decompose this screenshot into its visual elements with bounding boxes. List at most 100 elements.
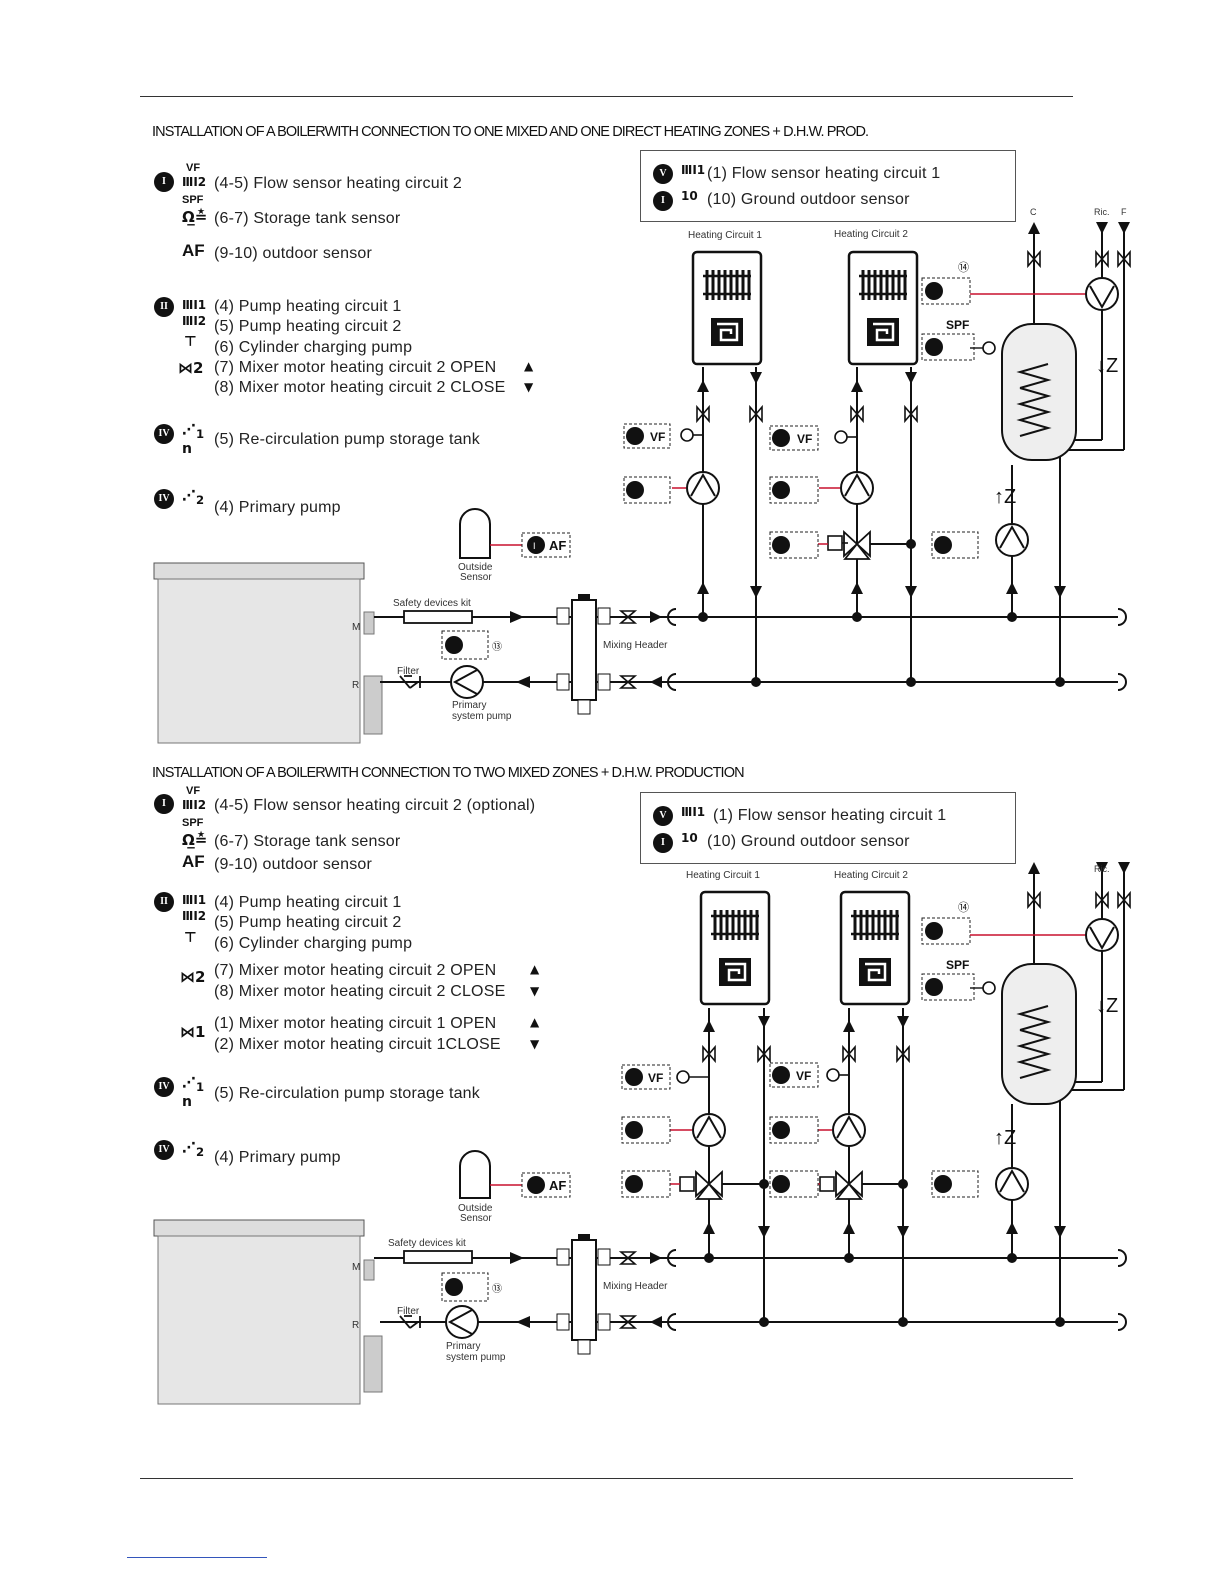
- tap-icon: ⊤: [184, 334, 197, 350]
- legend-text: (6) Cylinder charging pump: [214, 339, 413, 356]
- radiator-icon: [847, 250, 919, 366]
- vf-label: VF: [186, 785, 201, 797]
- ground-sensor-icon: 10: [681, 831, 698, 845]
- svg-text:M: M: [352, 1262, 360, 1273]
- flow-sensor-icon: ⅢⅠ1: [681, 163, 706, 177]
- svg-text:SPF: SPF: [946, 318, 969, 332]
- pump-circuit-2-icon: ⅢⅠ2: [182, 314, 207, 328]
- infobox-2: V ⅢⅠ1 (1) Flow sensor heating circuit 1 …: [640, 792, 1016, 864]
- bottom-rule: [140, 1478, 1073, 1479]
- section-title-1: INSTALLATION OF A BOILERWITH CONNECTION …: [152, 124, 869, 140]
- top-rule: [140, 96, 1073, 97]
- boiler-icon: M R: [153, 562, 383, 744]
- c-label: C: [1030, 207, 1037, 217]
- safety-devices-kit-icon: [403, 610, 473, 624]
- badge-iv-icon: IV: [154, 424, 174, 444]
- outside-sensor-icon: [459, 508, 491, 559]
- schematic-2: M R Outside Sensor AF Safety devices kit…: [153, 862, 1131, 1405]
- legend-text: (8) Mixer motor heating circuit 2 CLOSE: [214, 983, 506, 1000]
- legend-text: (6) Cylinder charging pump: [214, 935, 413, 952]
- pump-circuit-2-icon: ⅢⅠ2: [182, 909, 207, 923]
- legend-text: (4) Pump heating circuit 1: [214, 894, 402, 911]
- arrow-up-icon: ▲: [530, 962, 540, 976]
- svg-text:↑Z: ↑Z: [994, 1127, 1016, 1149]
- badge-ii-icon: II: [154, 297, 174, 317]
- storage-sensor-icon: Ω̲≛: [182, 208, 208, 226]
- arrow-down-icon: ▼: [524, 380, 534, 394]
- boiler-icon: M R: [153, 1219, 383, 1405]
- svg-text:↓Z: ↓Z: [1096, 995, 1118, 1017]
- legend-text: (9-10) outdoor sensor: [214, 245, 373, 262]
- legend-text: (5) Re-circulation pump storage tank: [214, 431, 480, 448]
- badge-i-icon: I: [653, 833, 673, 853]
- badge-iv-icon: IV: [154, 489, 174, 509]
- svg-text:Primary: Primary: [452, 700, 486, 711]
- badge-v-icon: V: [653, 164, 673, 184]
- svg-text:AF: AF: [549, 538, 566, 553]
- outside-sensor-icon: [459, 1150, 491, 1199]
- legend-text: (6-7) Storage tank sensor: [214, 833, 401, 850]
- svg-text:⑬: ⑬: [492, 1283, 502, 1295]
- pump-icon: [840, 471, 874, 505]
- filter-icon: [399, 675, 421, 689]
- heating-circuit-2-icon: ⅢⅠ2: [182, 175, 207, 189]
- infobox-text: (10) Ground outdoor sensor: [707, 191, 910, 208]
- tap-icon: ⊤: [184, 930, 197, 946]
- svg-text:Sensor: Sensor: [460, 1213, 492, 1224]
- legend-text: (5) Re-circulation pump storage tank: [214, 1085, 480, 1102]
- spf-label: SPF: [182, 194, 204, 206]
- svg-text:Safety devices kit: Safety devices kit: [388, 1238, 466, 1249]
- spf-label: SPF: [182, 817, 204, 829]
- mixer-valve-icon: ⋈1: [180, 1023, 206, 1041]
- svg-text:system pump: system pump: [452, 711, 512, 722]
- flow-sensor-icon: ⅢⅠ1: [681, 805, 706, 819]
- boiler-m-label: M: [352, 622, 360, 633]
- heating-circuit-2-label: Heating Circuit 2: [834, 229, 908, 240]
- legend-text: (2) Mixer motor heating circuit 1CLOSE: [214, 1036, 501, 1053]
- storage-tank-icon: [1001, 323, 1077, 461]
- pump-circuit-1-icon: ⅢⅠ1: [182, 298, 207, 312]
- svg-text:⑭: ⑭: [958, 261, 969, 274]
- svg-text:Primary: Primary: [446, 1341, 480, 1352]
- svg-text:VF: VF: [797, 432, 812, 446]
- mixer-valve-icon: ⋈2: [180, 968, 206, 986]
- af-label: AF: [182, 852, 205, 871]
- badge-i-icon: I: [154, 172, 174, 192]
- charging-pump-icon: [995, 523, 1029, 557]
- svg-text:Ric.: Ric.: [1094, 864, 1110, 874]
- svg-text:⑬: ⑬: [492, 641, 502, 653]
- legend-text: (5) Pump heating circuit 2: [214, 318, 402, 335]
- outside-sensor-label: Outside: [458, 562, 493, 573]
- svg-text:AF: AF: [549, 1178, 566, 1193]
- svg-text:VF: VF: [796, 1069, 811, 1083]
- legend-text: (6-7) Storage tank sensor: [214, 210, 401, 227]
- section-title-2: INSTALLATION OF A BOILERWITH CONNECTION …: [152, 765, 745, 781]
- legend-text: (4) Pump heating circuit 1: [214, 298, 402, 315]
- primary-pump-icon: ⋰2: [182, 1140, 205, 1159]
- badge-iv-icon: IV: [154, 1077, 174, 1097]
- arrow-up-icon: ▲: [524, 359, 534, 373]
- arrow-down-icon: ▼: [530, 1037, 540, 1051]
- infobox-text: (10) Ground outdoor sensor: [707, 833, 910, 850]
- infobox-text: (1) Flow sensor heating circuit 1: [713, 807, 947, 824]
- svg-text:Heating Circuit 2: Heating Circuit 2: [834, 870, 908, 881]
- badge-i-icon: I: [154, 794, 174, 814]
- svg-text:Sensor: Sensor: [460, 572, 492, 583]
- arrow-up-icon: ▲: [530, 1015, 540, 1029]
- boiler-r-label: R: [352, 680, 359, 691]
- mixing-header-label: Mixing Header: [603, 640, 668, 651]
- ric-label: Ric.: [1094, 207, 1110, 217]
- svg-text:system pump: system pump: [446, 1352, 506, 1363]
- ground-sensor-icon: 10: [681, 189, 698, 203]
- legend-text: (1) Mixer motor heating circuit 1 OPEN: [214, 1015, 497, 1032]
- legend-text: (4-5) Flow sensor heating circuit 2 (opt…: [214, 797, 536, 814]
- badge-ii-icon: II: [154, 892, 174, 912]
- vf-label: VF: [186, 162, 201, 174]
- badge-iv-icon: IV: [154, 1140, 174, 1160]
- legend-text: (7) Mixer motor heating circuit 2 OPEN: [214, 359, 497, 376]
- schematic-1: M R Outside Sensor I AF Safety devices k…: [153, 207, 1131, 744]
- af-label: AF: [182, 241, 205, 260]
- svg-text:↑Z: ↑Z: [994, 486, 1016, 508]
- legend-text: (4) Primary pump: [214, 1149, 341, 1166]
